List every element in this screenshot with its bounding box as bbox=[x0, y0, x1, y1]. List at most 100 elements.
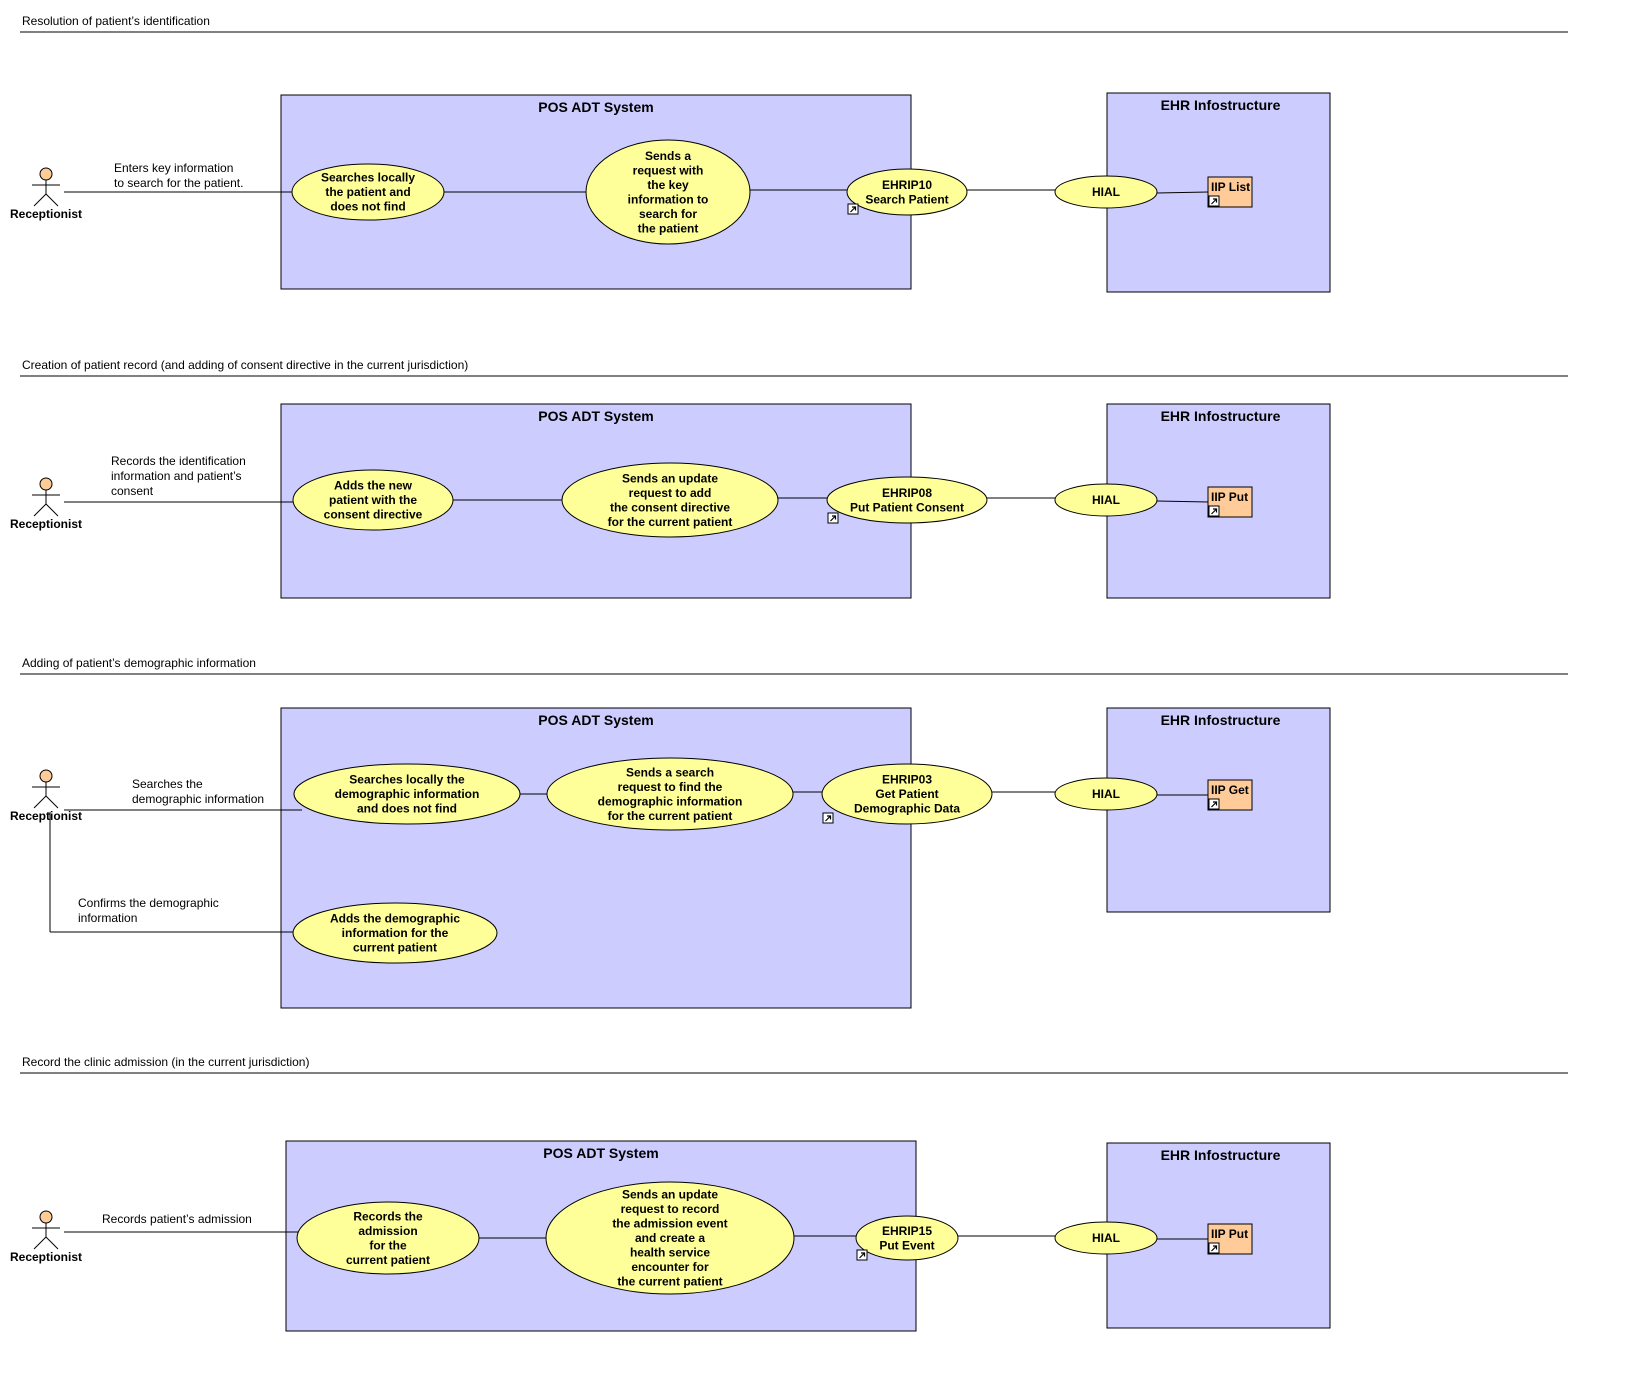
receptionist-actor[interactable]: Receptionist bbox=[10, 477, 82, 531]
use-case-hial-label: HIAL bbox=[1092, 787, 1120, 801]
system-title: POS ADT System bbox=[538, 408, 653, 424]
pos-adt-system-box[interactable]: POS ADT System bbox=[280, 707, 912, 1009]
iip-box[interactable]: IIP Put bbox=[1207, 486, 1253, 518]
actor-leg-left bbox=[33, 193, 47, 207]
section-title: Creation of patient record (and adding o… bbox=[22, 358, 468, 372]
link-arrow-icon bbox=[1208, 1242, 1220, 1254]
use-case-hial-label: HIAL bbox=[1092, 185, 1120, 199]
use-case-request-shape bbox=[561, 462, 779, 538]
receptionist-actor[interactable]: Receptionist bbox=[10, 769, 82, 823]
system-title: EHR Infostructure bbox=[1161, 712, 1281, 728]
association-label: Records patient’s admission bbox=[102, 1212, 252, 1226]
use-case-hial-shape bbox=[1054, 175, 1158, 209]
section-title: Record the clinic admission (in the curr… bbox=[22, 1055, 309, 1069]
use-case-local-shape bbox=[293, 763, 521, 825]
system-boundary bbox=[280, 707, 912, 1009]
use-case-hial-label: HIAL bbox=[1092, 1231, 1120, 1245]
use-case-ehrip-shape bbox=[855, 1215, 959, 1261]
actor-label: Receptionist bbox=[10, 809, 82, 823]
actor-leg-right bbox=[45, 1236, 59, 1250]
link-arrow-icon bbox=[847, 203, 859, 215]
actor-leg-right bbox=[45, 193, 59, 207]
system-title: POS ADT System bbox=[543, 1145, 658, 1161]
use-case-hial[interactable]: HIAL bbox=[1054, 483, 1158, 517]
use-case-local-shape bbox=[296, 1201, 480, 1275]
use-case-hial[interactable]: HIAL bbox=[1054, 1221, 1158, 1255]
actor-leg-right bbox=[45, 795, 59, 809]
system-title: EHR Infostructure bbox=[1161, 408, 1281, 424]
actor-label: Receptionist bbox=[10, 1250, 82, 1264]
link-arrow-icon bbox=[856, 1249, 868, 1261]
system-title: EHR Infostructure bbox=[1161, 97, 1281, 113]
system-title: POS ADT System bbox=[538, 99, 653, 115]
section-3: Adding of patient’s demographic informat… bbox=[20, 656, 1568, 1009]
actor-leg-right bbox=[45, 503, 59, 517]
link-arrow-icon bbox=[1208, 798, 1220, 810]
use-case-request-shape bbox=[545, 1181, 795, 1295]
actor-head bbox=[39, 769, 53, 783]
use-case-hial[interactable]: HIAL bbox=[1054, 777, 1158, 811]
use-case-local-shape bbox=[291, 163, 445, 221]
receptionist-actor[interactable]: Receptionist bbox=[10, 167, 82, 221]
link-arrow-icon bbox=[827, 512, 839, 524]
section-1: Resolution of patient’s identificationPO… bbox=[20, 14, 1568, 293]
actor-leg-left bbox=[33, 503, 47, 517]
actor-head bbox=[39, 477, 53, 491]
section-title: Adding of patient’s demographic informat… bbox=[22, 656, 256, 670]
include-association bbox=[1156, 500, 1209, 503]
receptionist-actor[interactable]: Receptionist bbox=[10, 1210, 82, 1264]
actor-leg-left bbox=[33, 795, 47, 809]
iip-label: IIP Get bbox=[1211, 783, 1249, 797]
actor-head bbox=[39, 167, 53, 181]
system-title: EHR Infostructure bbox=[1161, 1147, 1281, 1163]
use-case-hial-shape bbox=[1054, 483, 1158, 517]
section-title: Resolution of patient’s identification bbox=[22, 14, 210, 28]
use-case-hial-label: HIAL bbox=[1092, 493, 1120, 507]
use-case-request-shape bbox=[546, 757, 794, 831]
use-case-hial-shape bbox=[1054, 1221, 1158, 1255]
use-case-ehrip-shape bbox=[846, 168, 968, 216]
iip-box-shape bbox=[1207, 486, 1253, 518]
section-2: Creation of patient record (and adding o… bbox=[20, 358, 1568, 599]
actor-label: Receptionist bbox=[10, 517, 82, 531]
use-case-add-shape bbox=[292, 902, 498, 964]
actor-head bbox=[39, 1210, 53, 1224]
include-association bbox=[1156, 191, 1209, 194]
system-title: POS ADT System bbox=[538, 712, 653, 728]
use-case-hial[interactable]: HIAL bbox=[1054, 175, 1158, 209]
use-case-hial-shape bbox=[1054, 777, 1158, 811]
use-case-request-shape bbox=[585, 139, 751, 245]
section-4: Record the clinic admission (in the curr… bbox=[20, 1055, 1568, 1332]
actor-label: Receptionist bbox=[10, 207, 82, 221]
iip-label: IIP Put bbox=[1211, 1227, 1248, 1241]
